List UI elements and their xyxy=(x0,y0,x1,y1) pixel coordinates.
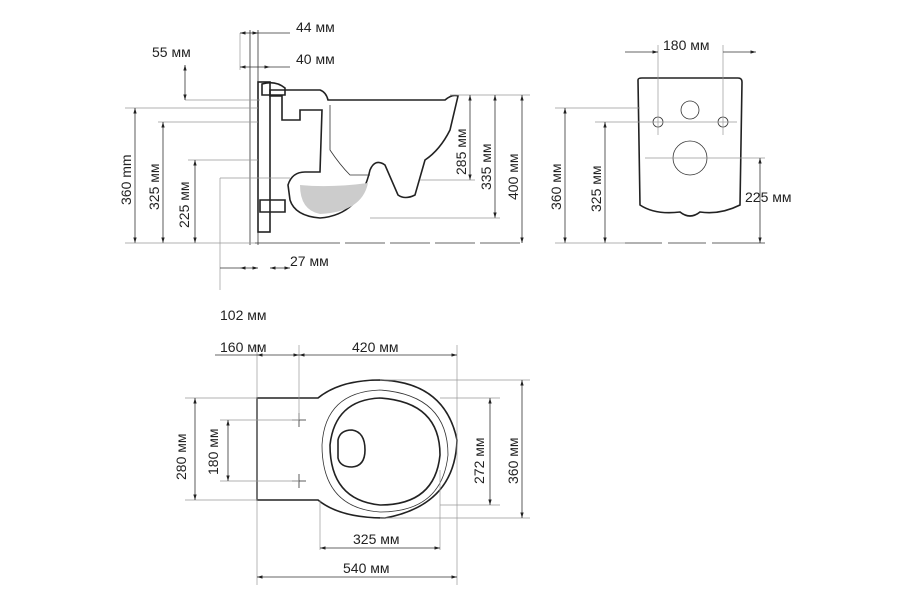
toilet-front-body xyxy=(637,77,743,217)
top-dim-280-label: 280 мм xyxy=(173,434,189,481)
top-dim-180-label: 180 мм xyxy=(205,429,221,476)
front-dim-180-label: 180 мм xyxy=(663,37,710,53)
top-dim-272-label: 272 мм xyxy=(471,438,487,485)
front-dim-225-label: 225 мм xyxy=(745,189,792,205)
dim-27-label: 27 мм xyxy=(290,253,329,269)
dim-325-label: 325 мм xyxy=(146,164,162,211)
dim-40-label: 40 мм xyxy=(296,51,335,67)
side-view: 44 мм 55 мм 40 мм 360 mm 325 мм 225 мм 2… xyxy=(118,19,530,323)
front-view: 180 мм 360 мм 325 мм 225 мм xyxy=(548,37,792,244)
dim-335-label: 335 мм xyxy=(478,144,494,191)
dim-55-label: 55 мм xyxy=(152,44,191,60)
top-dim-420-label: 420 мм xyxy=(352,339,399,355)
front-dim-325-label: 325 мм xyxy=(588,166,604,213)
bowl-rim xyxy=(329,397,441,506)
dim-44-label: 44 мм xyxy=(296,19,335,35)
top-dim-325-label: 325 мм xyxy=(353,531,400,547)
top-dim-360-label: 360 мм xyxy=(505,438,521,485)
top-dim-160-label: 160 мм xyxy=(220,339,267,355)
toilet-side-profile xyxy=(259,81,459,219)
dim-285-label: 285 мм xyxy=(453,129,469,176)
top-view: 160 мм 420 мм 280 мм 180 мм 272 мм 360 м… xyxy=(173,339,530,585)
mounting-holes xyxy=(292,413,306,488)
dim-102-label: 102 мм xyxy=(220,307,267,323)
top-dim-540-label: 540 мм xyxy=(343,560,390,576)
front-dim-360-label: 360 мм xyxy=(548,164,564,211)
dim-400-label: 400 мм xyxy=(505,154,521,201)
dim-225-label: 225 мм xyxy=(176,182,192,229)
dim-360-label: 360 mm xyxy=(118,154,134,205)
toilet-top-body xyxy=(256,379,458,519)
side-dimension-lines xyxy=(125,31,530,290)
drain-opening xyxy=(337,429,366,468)
